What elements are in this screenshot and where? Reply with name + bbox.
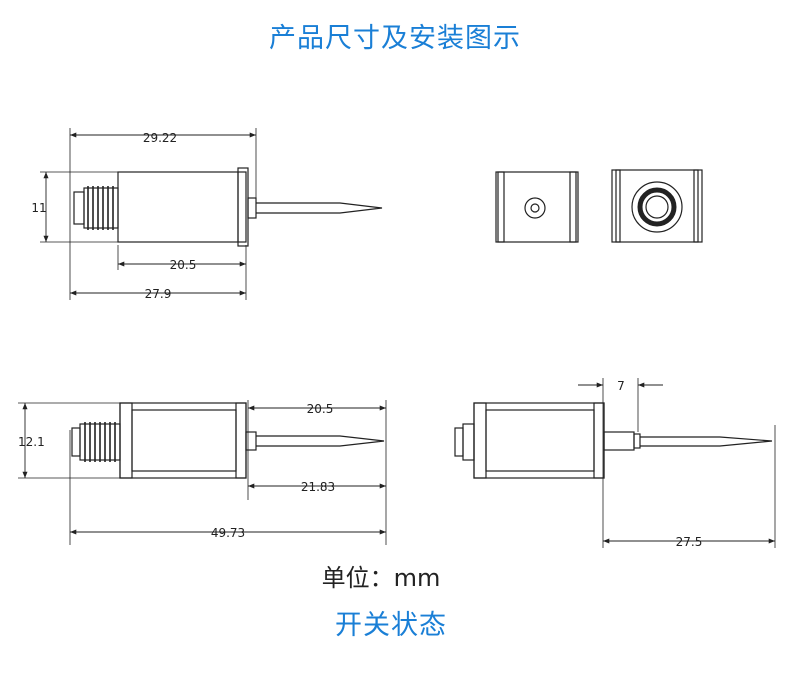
dim-top-overall: 27.9 [145, 287, 172, 301]
dim-stroke: 7 [617, 379, 625, 393]
top-side-view [40, 128, 383, 300]
dim-bottom-height: 12.1 [18, 435, 45, 449]
dim-top-body: 20.5 [170, 258, 197, 272]
bottom-right-view [454, 378, 776, 548]
dim-top-length: 29.22 [143, 131, 177, 145]
bottom-left-view [18, 400, 387, 545]
dim-top-height: 11 [31, 201, 46, 215]
dim-bottom-extended: 21.83 [301, 480, 335, 494]
dim-side-overall: 27.5 [676, 535, 703, 549]
dim-bottom-plunger: 20.5 [307, 402, 334, 416]
page-title: 产品尺寸及安装图示 [269, 23, 521, 54]
status-heading: 开关状态 [335, 610, 447, 641]
front-view [495, 171, 579, 243]
unit-label: 单位：mm [321, 564, 441, 592]
dim-bottom-total: 49.73 [211, 526, 245, 540]
back-view [611, 169, 703, 243]
